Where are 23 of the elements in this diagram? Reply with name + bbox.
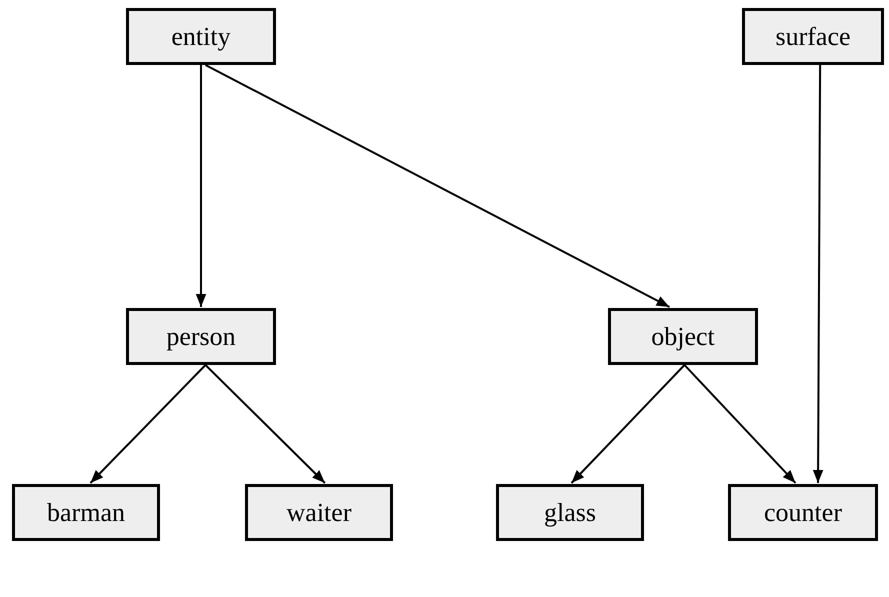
arrow (812, 65, 824, 483)
class-box (608, 308, 758, 365)
class-box (126, 308, 276, 365)
class-box (126, 8, 276, 65)
class-label: object (651, 322, 715, 352)
arrow (196, 65, 206, 307)
arrow (570, 364, 686, 484)
class-box (12, 484, 160, 541)
class-box (728, 484, 878, 541)
arrow (204, 364, 326, 484)
class-label: barman (47, 498, 125, 528)
class-box (742, 8, 884, 65)
class-label: entity (171, 22, 231, 52)
class-label: person (166, 322, 236, 352)
class-label: glass (544, 498, 596, 528)
arrow (684, 364, 796, 484)
class-label: surface (775, 22, 851, 52)
class-label: waiter (286, 498, 352, 528)
class-label: counter (764, 498, 842, 528)
arrow (90, 364, 206, 484)
class-box (496, 484, 644, 541)
class-box (245, 484, 393, 541)
arrow (205, 64, 670, 308)
